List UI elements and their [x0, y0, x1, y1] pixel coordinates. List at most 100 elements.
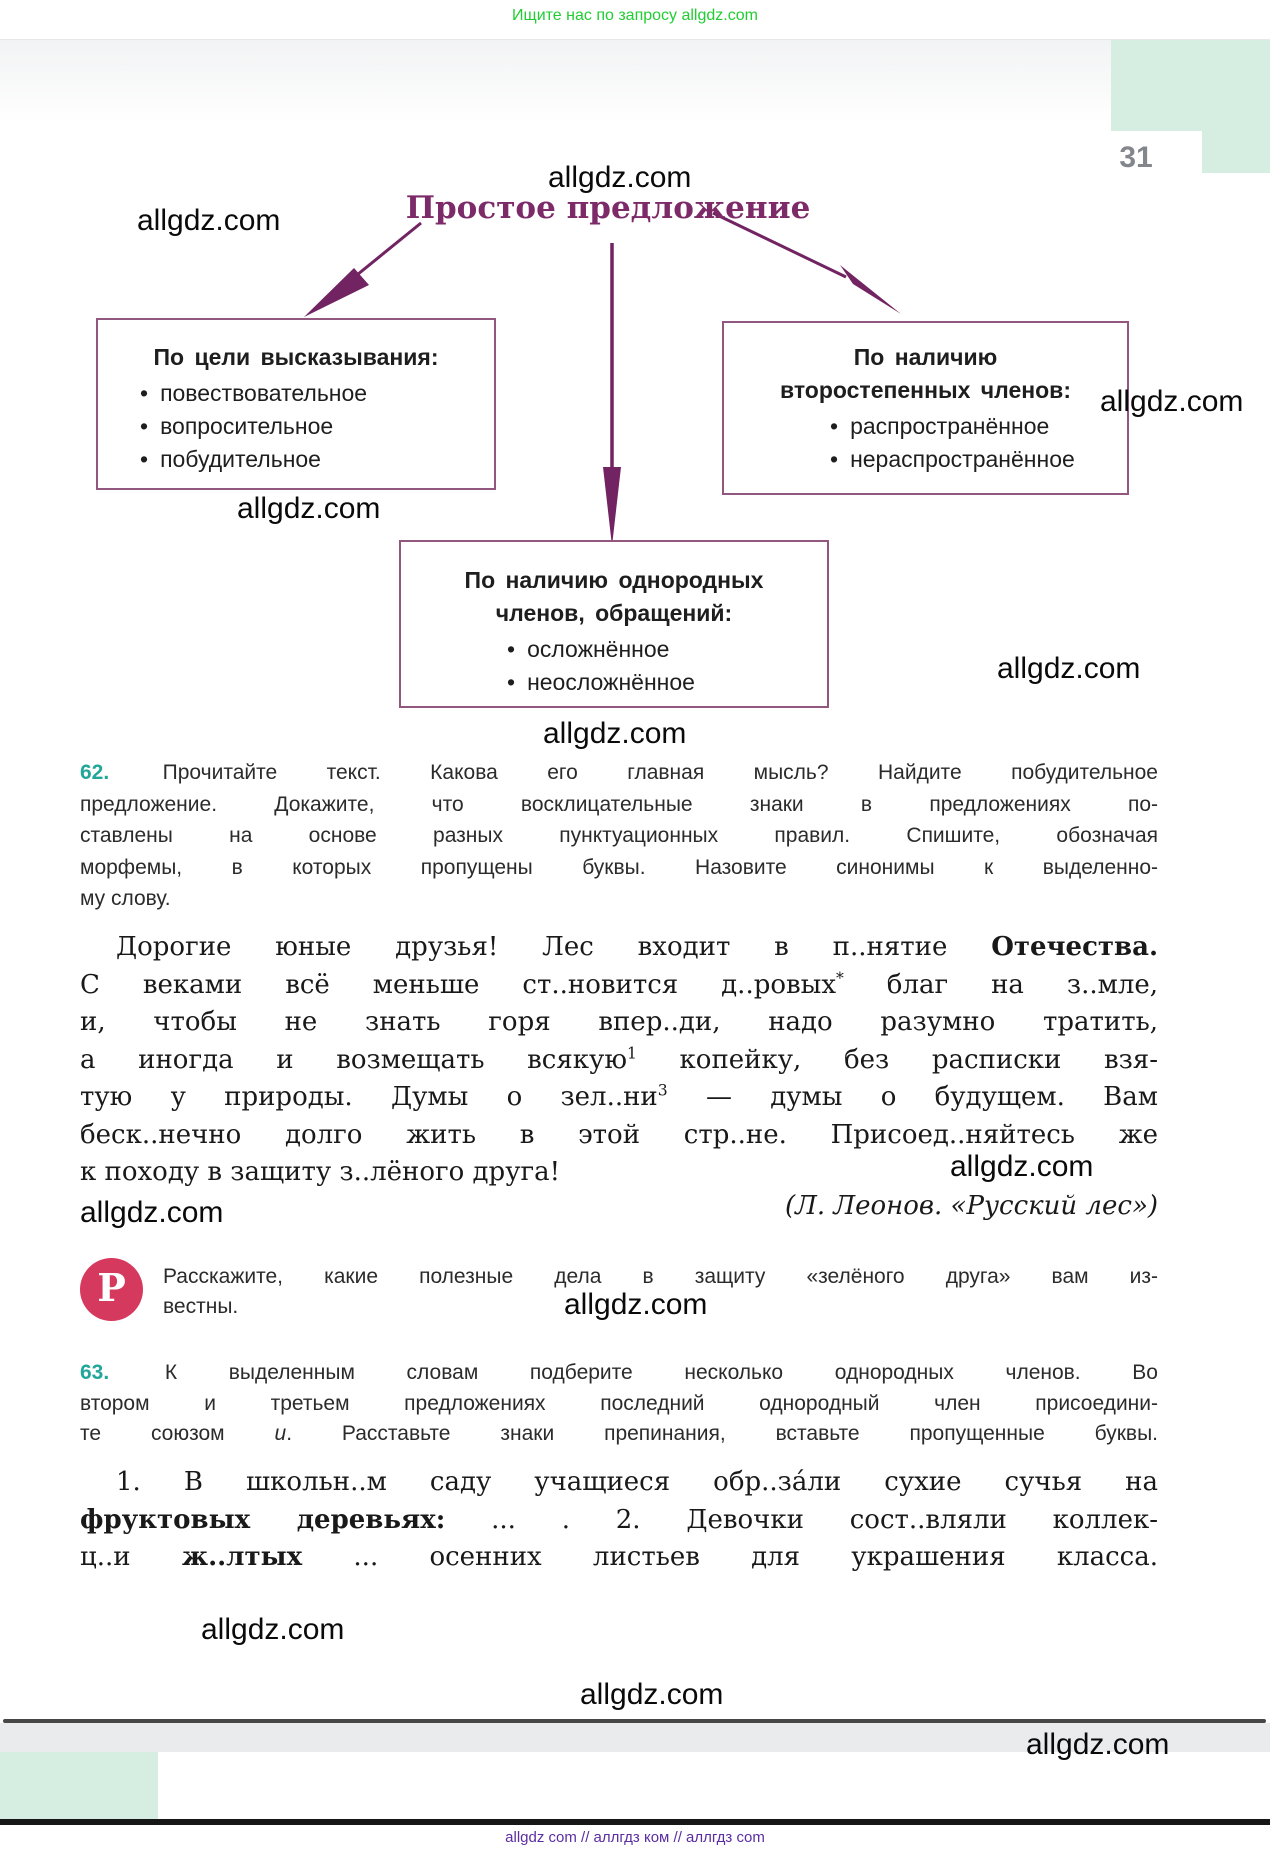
text-segment: благ на з..мле,	[843, 969, 1158, 1000]
text-segment: му слову.	[80, 887, 171, 911]
text-segment: ц..и	[80, 1542, 182, 1572]
text-line: и, чтобы не знать горя впер..ди, надо ра…	[80, 1004, 1158, 1042]
exercise-number: 62.	[80, 761, 110, 784]
text-segment: К выделенным словам подберите несколько …	[113, 1361, 1158, 1384]
text-segment: *	[836, 968, 844, 987]
exercise-number: 63.	[80, 1361, 110, 1384]
list-item: побудительное	[98, 443, 494, 476]
text-line: беск..нечно долго жить в этой стр..не. П…	[80, 1117, 1158, 1155]
speaking-task-text: Расскажите, какие полезные дела в защиту…	[163, 1262, 1158, 1322]
watermark: allgdz.com	[548, 161, 692, 194]
page-number: 31	[1119, 141, 1153, 174]
watermark: allgdz.com	[580, 1678, 724, 1711]
text-line: Расскажите, какие полезные дела в защиту…	[163, 1262, 1158, 1292]
diagram-arrows	[304, 211, 901, 546]
arrow-to-purpose-box	[304, 221, 422, 317]
text-segment: ... осенних листьев для украшения класса…	[302, 1542, 1158, 1572]
bottom-black-rule	[0, 1819, 1270, 1825]
exercise-63-sentences: 1. В школьн..м саду учащиеся обр..за́ли …	[80, 1464, 1158, 1577]
promo-bar-text: Ищите нас по запросу allgdz.com	[512, 7, 758, 24]
text-line: 1. В школьн..м саду учащиеся обр..за́ли …	[80, 1464, 1158, 1502]
box-header: По цели высказывания:	[153, 344, 439, 370]
text-segment: втором и третьем предложениях последний …	[80, 1391, 1158, 1415]
text-segment: тую у природы. Думы о зел..ни	[80, 1082, 658, 1112]
text-segment: — думы о будущем. Вам	[667, 1082, 1159, 1112]
box-header: членов, обращений:	[495, 600, 733, 626]
text-line: ц..и ж..лтых ... осенних листьев для укр…	[80, 1539, 1158, 1577]
top-gradient-band	[0, 39, 1270, 124]
text-line: ставлены на основе разных пунктуационных…	[80, 820, 1158, 852]
text-line: к походу в защиту з..лёного друга!	[80, 1154, 1158, 1192]
bottom-gray-band	[0, 1723, 1270, 1752]
watermark: allgdz.com	[1100, 385, 1244, 418]
text-line: Дорогие юные друзья! Лес входит в п..нят…	[80, 929, 1158, 967]
text-line: те союзом и. Расставьте знаки препинания…	[80, 1419, 1158, 1450]
text-line: 63. К выделенным словам подберите нескол…	[80, 1358, 1158, 1389]
text-segment: Прочитайте текст. Какова его главная мыс…	[113, 761, 1158, 784]
exercise-62-paragraph: 62. Прочитайте текст. Какова его главная…	[80, 757, 1158, 915]
mint-corner-block-top	[1111, 40, 1270, 131]
text-segment: предложение. Докажите, что восклицательн…	[80, 792, 1158, 816]
text-segment: Расскажите, какие полезные дела в защиту…	[163, 1265, 1158, 1288]
list-item: вопросительное	[98, 410, 494, 443]
text-segment: ... . 2. Девочки сост..вляли коллек-	[445, 1504, 1158, 1535]
passage-attribution: (Л. Леонов. «Русский лес»)	[785, 1191, 1158, 1221]
speaking-task-badge: Р	[80, 1258, 143, 1321]
text-segment: беск..нечно долго жить в этой стр..не. П…	[80, 1119, 1158, 1150]
diagram-title: Простое предложение	[405, 190, 811, 226]
text-segment: Дорогие юные друзья! Лес входит в п..нят…	[116, 932, 992, 962]
watermark: allgdz.com	[997, 652, 1141, 685]
text-line: а иногда и возмещать всякую1 копейку, бе…	[80, 1042, 1158, 1080]
text-segment: и, чтобы не знать горя впер..ди, надо ра…	[80, 1007, 1158, 1037]
text-segment: те союзом	[80, 1422, 275, 1445]
watermark: allgdz.com	[950, 1150, 1094, 1183]
separator-rule	[3, 1719, 1266, 1723]
reading-passage: Дорогие юные друзья! Лес входит в п..нят…	[80, 929, 1158, 1192]
classification-box-homogeneous: По наличию однородных членов, обращений:…	[399, 540, 829, 708]
text-line: втором и третьем предложениях последний …	[80, 1389, 1158, 1420]
watermark: allgdz.com	[1026, 1728, 1170, 1761]
text-segment: а иногда и возмещать всякую	[80, 1044, 627, 1075]
text-segment: фруктовых деревьях:	[80, 1504, 446, 1535]
text-line: тую у природы. Думы о зел..ни3 — думы о …	[80, 1079, 1158, 1117]
text-line: му слову.	[80, 883, 1158, 915]
text-segment: вестны.	[163, 1295, 239, 1318]
list-item: распространённое	[724, 410, 1127, 443]
text-line: вестны.	[163, 1292, 1158, 1322]
text-segment: копейку, без расписки взя-	[636, 1044, 1158, 1075]
text-segment: 1	[626, 1043, 637, 1062]
box-header: По наличию однородных	[464, 567, 764, 593]
text-segment: ж..лтых	[181, 1542, 303, 1572]
footer-links: allgdz com // аллгдз ком // аллгдз com	[505, 1829, 765, 1846]
mint-corner-block-bottom	[0, 1752, 158, 1819]
text-segment: С веками всё меньше ст..новится д..ровых	[80, 969, 836, 1000]
arrow-to-secondary-members-box	[712, 211, 901, 314]
text-line: С веками всё меньше ст..новится д..ровых…	[80, 967, 1158, 1005]
classification-box-secondary-members: По наличию второстепенных членов: распро…	[722, 321, 1129, 495]
text-segment: к походу в защиту з..лёного друга!	[80, 1157, 561, 1187]
arrow-to-homogeneous-box	[603, 243, 621, 546]
text-segment: ставлены на основе разных пунктуационных…	[80, 824, 1158, 848]
text-segment: Отечества.	[991, 932, 1158, 962]
text-segment: 1. В школьн..м саду учащиеся обр..за́ли …	[116, 1467, 1158, 1497]
text-segment: . Расставьте знаки препинания, вставьте …	[286, 1422, 1158, 1445]
list-item: осложнённое	[401, 633, 827, 666]
watermark: allgdz.com	[564, 1288, 708, 1321]
text-segment: и	[274, 1422, 287, 1445]
text-segment: морфемы, в которых пропущены буквы. Назо…	[80, 855, 1158, 879]
box-header: По наличию	[853, 344, 998, 370]
text-line: морфемы, в которых пропущены буквы. Назо…	[80, 852, 1158, 884]
text-line: предложение. Докажите, что восклицательн…	[80, 789, 1158, 821]
watermark: allgdz.com	[237, 492, 381, 525]
box-header: второстепенных членов:	[780, 377, 1071, 403]
text-segment: 3	[657, 1081, 668, 1100]
list-item: повествовательное	[98, 377, 494, 410]
list-item: неосложнённое	[401, 666, 827, 699]
text-line: фруктовых деревьях: ... . 2. Девочки сос…	[80, 1502, 1158, 1540]
watermark: allgdz.com	[543, 717, 687, 750]
text-line: 62. Прочитайте текст. Какова его главная…	[80, 757, 1158, 789]
watermark: allgdz.com	[201, 1613, 345, 1646]
classification-box-purpose: По цели высказывания: повествовательное …	[96, 318, 496, 490]
mint-corner-block-side	[1202, 131, 1270, 173]
watermark: allgdz.com	[80, 1196, 224, 1229]
